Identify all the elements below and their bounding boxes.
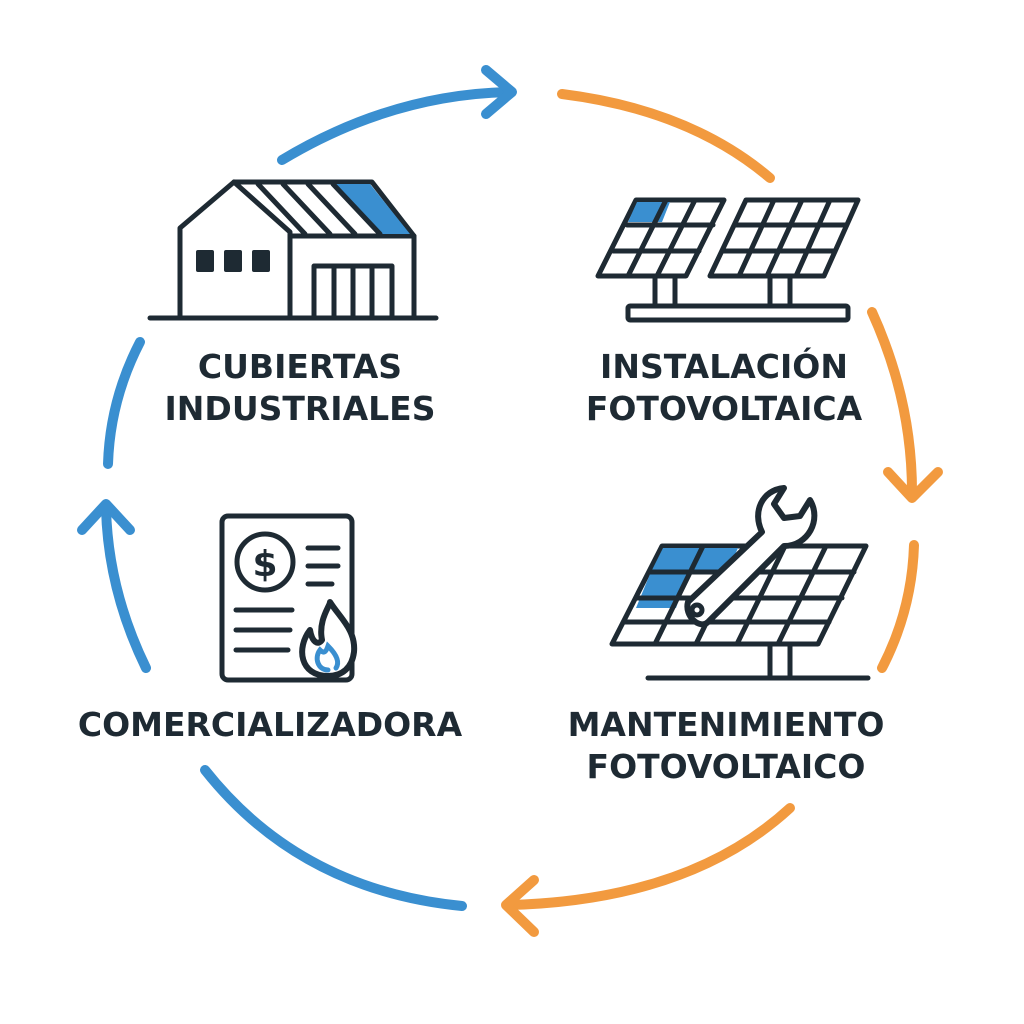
arrow-blue-top [277,87,513,165]
flame-icon [299,599,358,679]
roof-panel-blue [336,184,410,234]
arrowhead-blue-top [481,65,517,119]
label-cubiertas-line2: INDUSTRIALES [165,389,436,428]
label-comercializadora: COMERCIALIZADORA [78,705,463,744]
node-instalacion: INSTALACIÓN FOTOVOLTAICA [586,346,863,428]
label-cubiertas-line1: CUBIERTAS [198,347,402,386]
node-comercializadora: COMERCIALIZADORA [78,705,463,744]
solar-panel-wrench-icon [609,485,871,681]
arrow-orange-right [867,307,917,497]
arrow-blue-upper [103,337,145,469]
arrowhead-blue-left [77,499,135,535]
label-instalacion-line2: FOTOVOLTAICA [586,389,863,428]
invoice-gas-icon: $ [219,513,358,683]
wrench-icon [684,485,818,628]
node-cubiertas: CUBIERTAS INDUSTRIALES [165,347,436,428]
label-instalacion-line1: INSTALACIÓN [600,346,848,386]
arrow-orange-top [557,89,775,183]
arrowhead-orange-right [883,467,943,503]
arrowhead-orange-bottom [501,875,539,937]
cycle-arrows [77,65,943,937]
industrial-building-icon [147,179,439,321]
label-mantenimiento-line1: MANTENIMIENTO [568,705,885,744]
arrow-orange-lower [877,540,919,673]
node-mantenimiento: MANTENIMIENTO FOTOVOLTAICO [568,705,885,786]
arrow-blue-left [101,503,151,673]
arrow-blue-bottom [200,765,467,911]
arrow-orange-bottom [505,803,795,910]
solar-panels-icon [595,197,861,323]
label-mantenimiento-line2: FOTOVOLTAICO [587,747,866,786]
dollar-icon: $ [252,544,277,585]
